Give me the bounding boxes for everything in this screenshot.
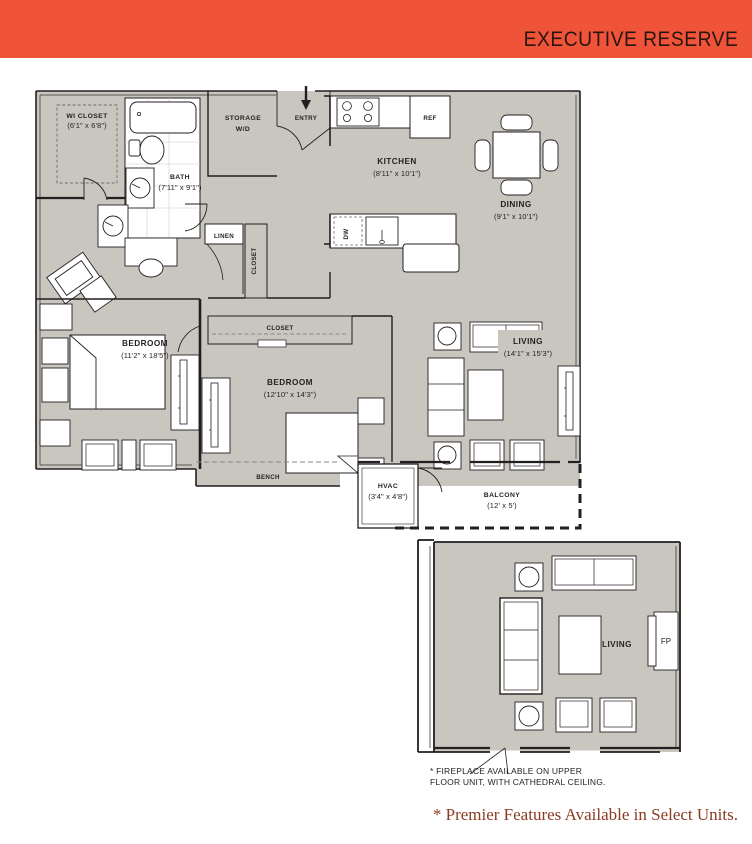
entry-marker: ENTRY [295,86,318,122]
room-hvac: HVAC (3'4" x 4'8") [357,463,443,529]
room-wi-closet: WI CLOSET (6'1" x 6'8") [36,104,125,201]
room-dim-bedroom-2: (12'10" x 14'3") [264,390,317,399]
fireplace-label: FP [661,637,671,646]
room-label-hvac: HVAC [378,483,398,490]
inset-living-plan: FP LIVING [417,539,681,775]
floorplan-canvas: ENTRY WI CLOSET (6'1" x 6'8") [0,58,752,844]
room-hall-closet: CLOSET [206,223,268,299]
room-label-bedroom-2: BEDROOM [267,378,313,387]
entry-label: ENTRY [295,115,318,122]
room-label-dining: DINING [500,200,531,209]
page-title: EXECUTIVE RESERVE [523,28,738,51]
fireplace-footnote-line1: * FIREPLACE AVAILABLE ON UPPER [430,766,583,776]
plan-white-cutouts [0,58,752,844]
hall-walls [36,272,331,300]
appliance-label-ref: REF [423,115,436,122]
room-dining: DINING (9'1" x 10'1") [474,114,559,221]
appliance-label-dw: DW [343,229,350,240]
room-balcony: BALCONY (12' x 5') [358,460,582,530]
bedroom-wardrobes [170,354,231,454]
room-kitchen: REF DW KITCHEN (8'11" x 10'1") [324,95,460,273]
room-dim-bath: (7'11" x 9'1") [158,183,202,192]
room-dim-hvac: (3'4" x 4'8") [368,492,408,501]
room-linen: LINEN [204,223,244,245]
inset-room-label-living: LIVING [602,640,632,649]
room-label-bedroom-1: BEDROOM [122,339,168,348]
room-dim-wi-closet: (6'1" x 6'8") [67,121,107,130]
room-dim-kitchen: (8'11" x 10'1") [373,169,421,178]
header-banner: EXECUTIVE RESERVE [0,0,752,58]
room-dim-dining: (9'1" x 10'1") [494,212,538,221]
room-label-linen: LINEN [214,233,234,240]
room-dim-living-text: (14'1" x 15'3") [504,349,553,358]
room-label-storage: STORAGE [225,115,261,122]
room-label-closet-bed2: CLOSET [267,325,294,332]
room-storage-wd: STORAGE W/D [207,91,277,177]
room-label-living-text: LIVING [513,337,543,346]
fireplace-footnote-line2: FLOOR UNIT, WITH CATHEDRAL CEILING. [430,777,606,787]
room-bath: BATH (7'11" x 9'1") [97,97,208,278]
room-closet-bedroom-2: CLOSET [207,315,353,348]
fireplace-footnote: * FIREPLACE AVAILABLE ON UPPER FLOOR UNI… [430,766,730,788]
room-label-bench: BENCH [256,474,280,481]
room-bedroom-1: BEDROOM (11'2" x 18'5") [39,251,201,471]
room-label-storage-wd: W/D [236,126,250,133]
room-dim-bedroom-1: (11'2" x 18'5") [121,351,169,360]
room-bench: BENCH [196,461,340,481]
room-label-bath: BATH [170,174,190,181]
room-label-wi-closet: WI CLOSET [66,113,108,120]
premier-features-note: * Premier Features Available in Select U… [432,805,738,824]
living-partition-wall [352,315,393,462]
room-label-hall-closet: CLOSET [251,248,258,275]
room-label-kitchen: KITCHEN [377,157,417,166]
room-label-balcony: BALCONY [484,492,520,499]
arrow-down-icon [301,86,311,110]
room-dim-balcony: (12' x 5') [487,501,517,510]
